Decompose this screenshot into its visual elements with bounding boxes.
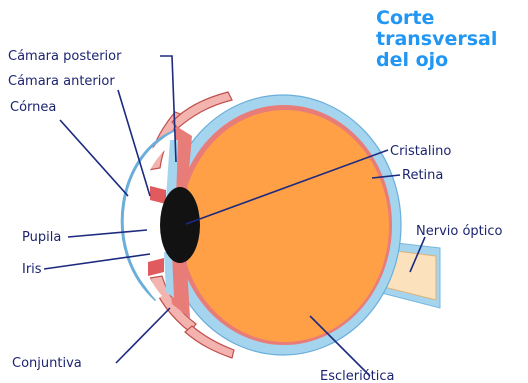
iris-lower (148, 258, 164, 276)
label-nervio-optico: Nervio óptico (416, 224, 503, 239)
diagram-title: Corte transversal del ojo (376, 7, 497, 71)
label-cornea: Córnea (10, 100, 56, 115)
label-conjuntiva: Conjuntiva (12, 356, 82, 371)
label-camara-anterior: Cámara anterior (8, 74, 115, 89)
label-cristalino: Cristalino (390, 144, 451, 159)
label-iris: Iris (22, 262, 42, 277)
label-escleriotica: Escleriótica (320, 369, 394, 383)
vitreous-body (181, 110, 389, 342)
leader-cornea (60, 120, 128, 196)
label-retina: Retina (402, 168, 443, 183)
leader-conjuntiva (116, 308, 170, 363)
leader-camara-anterior (118, 90, 150, 196)
lens (160, 187, 200, 263)
title-line-2: transversal (376, 28, 497, 50)
title-line-3: del ojo (376, 49, 448, 71)
title-line-1: Corte (376, 7, 434, 29)
label-camara-posterior: Cámara posterior (8, 49, 122, 64)
iris-upper (150, 186, 166, 204)
label-pupila: Pupila (22, 230, 61, 245)
